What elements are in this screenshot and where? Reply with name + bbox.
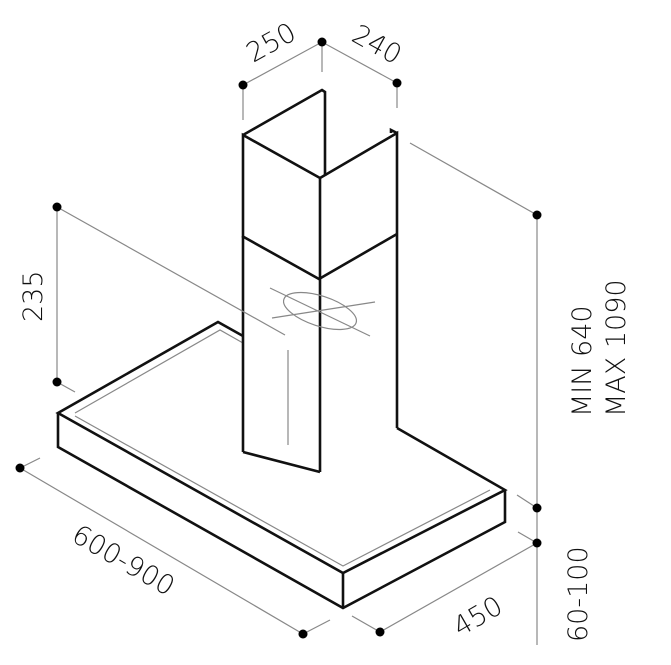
canopy (55, 320, 508, 610)
label-canopy-thickness: 60-100 (563, 546, 594, 642)
chimney (241, 88, 399, 474)
dimension-dots (15, 37, 542, 639)
label-height-min: MIN 640 (567, 305, 598, 417)
label-canopy-depth: 450 (448, 590, 508, 643)
label-canopy-to-chimney-height: 235 (18, 270, 49, 322)
label-height-max: MAX 1090 (601, 279, 632, 417)
label-chimney-depth: 240 (347, 19, 407, 71)
label-chimney-width: 250 (241, 17, 301, 69)
label-canopy-width: 600-900 (67, 519, 180, 602)
